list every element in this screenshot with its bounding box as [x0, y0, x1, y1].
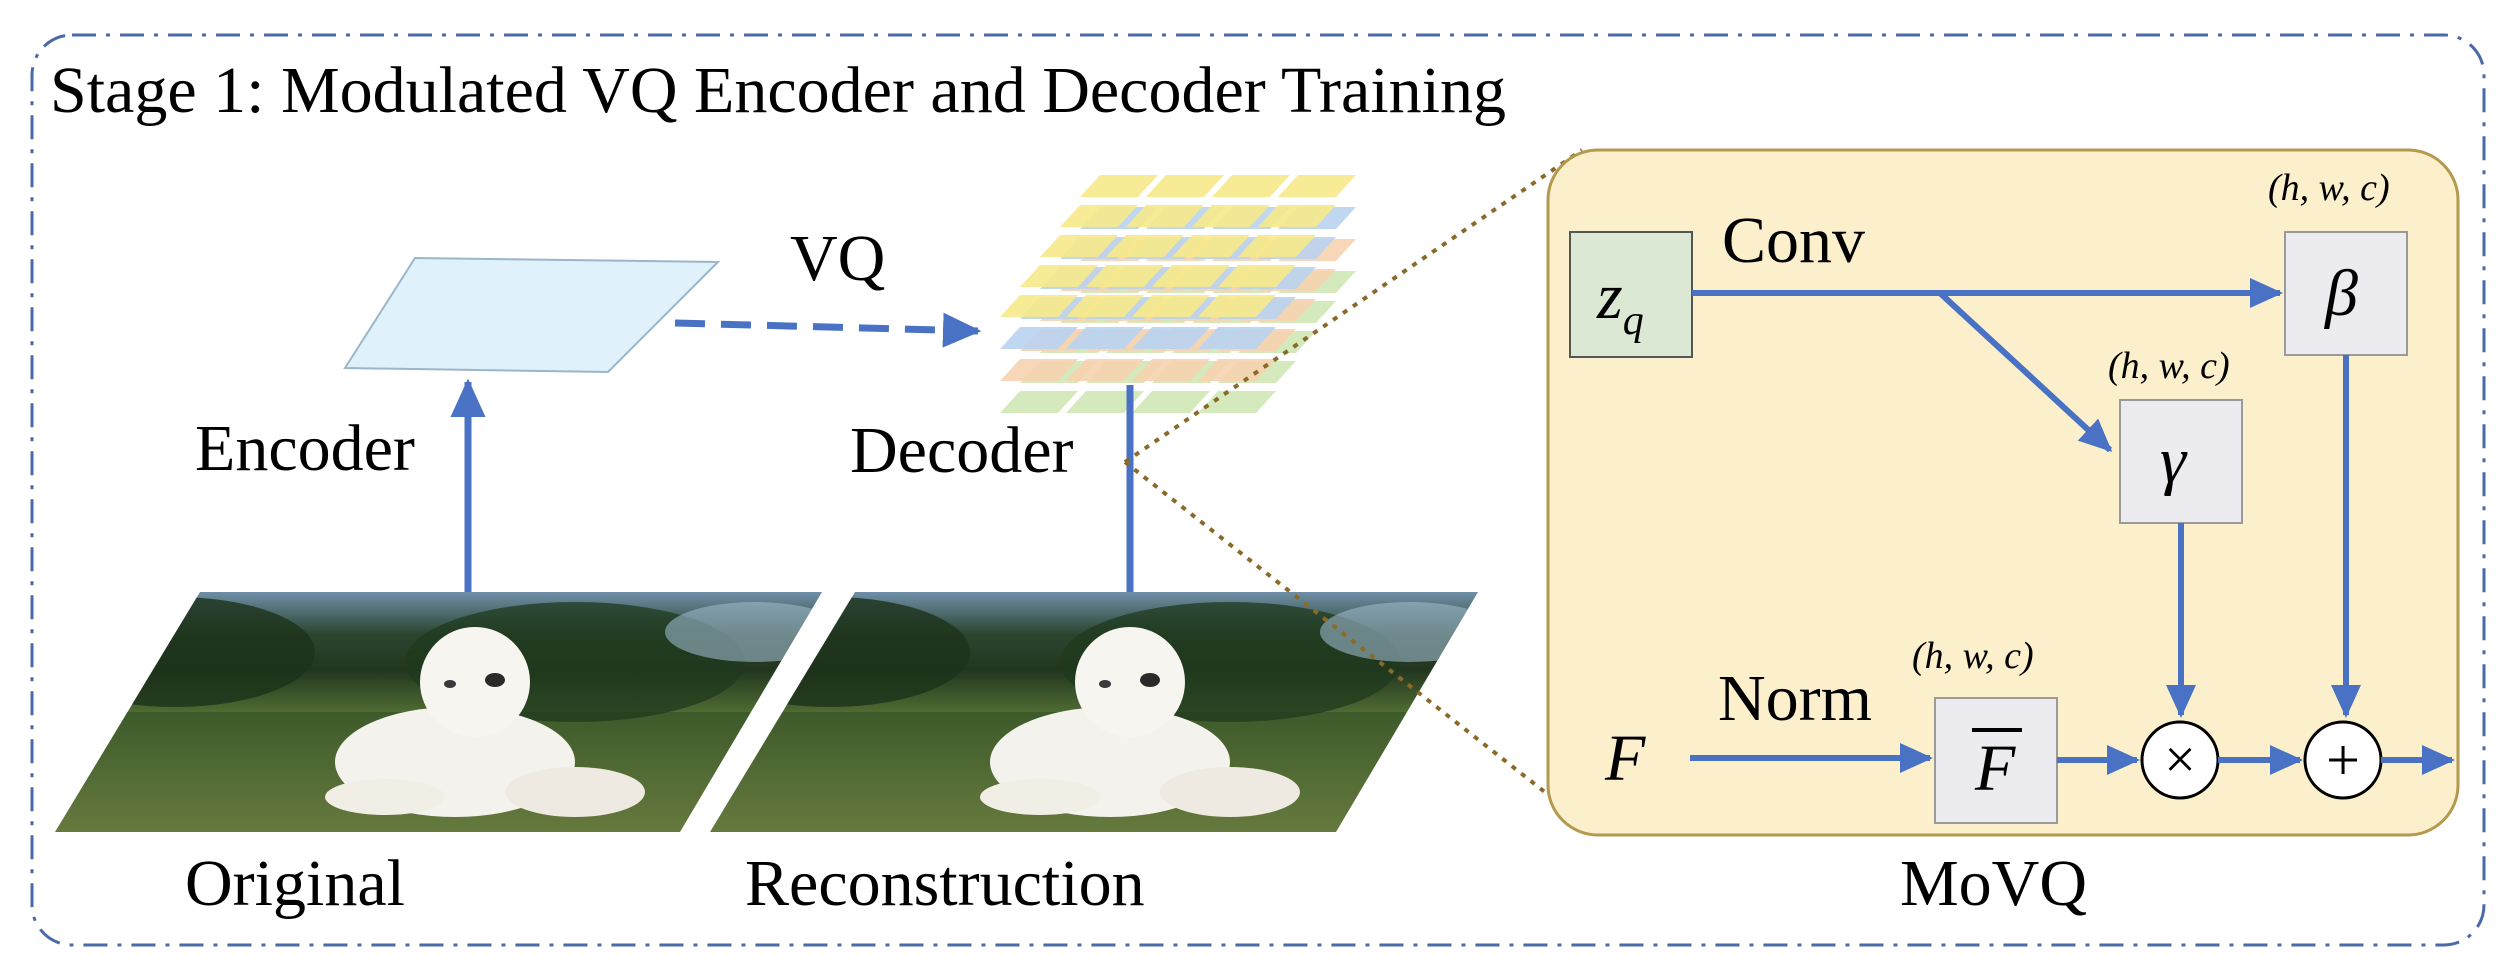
beta-symbol: β — [2323, 257, 2358, 330]
zoom-line-top — [1123, 148, 1584, 464]
movq-panel — [1546, 148, 2460, 837]
stage-title: Stage 1: Modulated VQ Encoder and Decode… — [50, 54, 1506, 127]
multiply-symbol: × — [2164, 729, 2196, 791]
add-symbol: + — [2326, 727, 2360, 793]
token-cell — [1132, 327, 1210, 349]
beta-dims: (h, w, c) — [2268, 167, 2390, 209]
decoder-label: Decoder — [850, 414, 1074, 487]
token-cell — [1198, 391, 1276, 413]
movq-label: MoVQ — [1900, 847, 2087, 920]
fbar-dims: (h, w, c) — [1912, 635, 2034, 677]
token-cell — [1258, 205, 1336, 227]
token-cell — [1146, 175, 1224, 197]
token-cell — [1066, 391, 1144, 413]
token-cell — [1086, 265, 1164, 287]
fbar-symbol: F — [1974, 732, 2016, 805]
token-cell — [1000, 391, 1078, 413]
encoder-label: Encoder — [195, 412, 415, 485]
original-label: Original — [185, 847, 405, 920]
token-cell — [1212, 175, 1290, 197]
quantized-token-grid — [1000, 175, 1356, 413]
token-cell — [1080, 175, 1158, 197]
token-cell — [1218, 265, 1296, 287]
token-cell — [1172, 235, 1250, 257]
token-layer — [1000, 175, 1356, 317]
token-cell — [1020, 265, 1098, 287]
vq-label: VQ — [790, 222, 885, 295]
token-cell — [1198, 359, 1276, 381]
token-cell — [1106, 235, 1184, 257]
token-cell — [1000, 327, 1078, 349]
token-cell — [1132, 359, 1210, 381]
zq-symbol: zq — [1596, 260, 1644, 344]
gamma-dims: (h, w, c) — [2108, 345, 2230, 387]
reconstruction-label: Reconstruction — [745, 847, 1145, 920]
reconstruction-image — [710, 592, 1478, 832]
beta-box — [2284, 231, 2408, 356]
token-cell — [1000, 295, 1078, 317]
token-cell — [1060, 205, 1138, 227]
f-symbol: F — [1604, 722, 1646, 795]
token-cell — [1132, 295, 1210, 317]
token-cell — [1126, 205, 1204, 227]
token-cell — [1192, 205, 1270, 227]
conv-to-gamma-arrow — [1937, 290, 2113, 453]
token-cell — [1132, 391, 1210, 413]
token-cell — [1066, 295, 1144, 317]
gamma-symbol: γ — [2160, 424, 2188, 497]
fbar-box — [1934, 697, 2058, 824]
token-cell — [1066, 327, 1144, 349]
original-image — [55, 592, 822, 832]
gamma-box — [2119, 399, 2243, 524]
token-cell — [1278, 175, 1356, 197]
zq-box — [1569, 231, 1693, 358]
token-cell — [1066, 359, 1144, 381]
token-cell — [1198, 327, 1276, 349]
token-cell — [1040, 235, 1118, 257]
token-cell — [1238, 235, 1316, 257]
token-cell — [1000, 359, 1078, 381]
vq-arrow — [674, 312, 982, 348]
token-cell — [1198, 295, 1276, 317]
stage-frame — [30, 33, 2486, 947]
conv-label: Conv — [1722, 204, 1865, 277]
latent-feature-map — [343, 256, 721, 374]
norm-label: Norm — [1718, 662, 1872, 735]
token-cell — [1152, 265, 1230, 287]
